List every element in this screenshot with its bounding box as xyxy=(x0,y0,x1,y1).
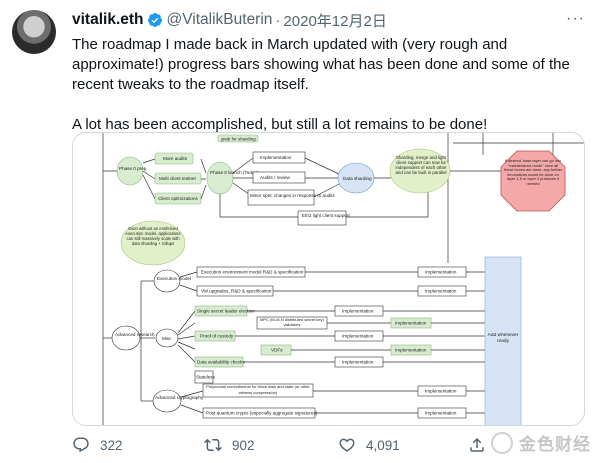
maintenance-mode-text: If desired, base layer can go into "main… xyxy=(503,159,563,186)
phase0-prep-node xyxy=(116,156,144,186)
add-ready-text: Add whenever ready xyxy=(487,333,519,344)
client-opt-label: Client optimizations xyxy=(158,196,199,201)
implementation-box-1 xyxy=(252,151,306,164)
misc-label: Misc xyxy=(162,336,172,341)
even-without-container: Even without an enshrined execution mode… xyxy=(125,226,181,246)
audits-box xyxy=(252,171,306,184)
implementation-label-6: Implementation xyxy=(342,360,374,365)
minor-changes-label: Minor spec changes in response to audits xyxy=(250,193,335,198)
reply-icon xyxy=(73,437,89,453)
share-icon xyxy=(470,437,484,452)
tweet-date[interactable]: 2020年12月2日 xyxy=(283,12,387,30)
execution-model-node xyxy=(153,269,181,293)
mpc-container: MPC (M-of-N distributed secret key) vali… xyxy=(260,317,324,327)
share-button[interactable] xyxy=(468,436,496,454)
data-sharding-label: Data sharding xyxy=(343,176,372,181)
more-audits-box xyxy=(154,152,194,165)
author-handle[interactable]: @VitalikButerin xyxy=(166,11,273,28)
minor-changes-box xyxy=(247,189,315,206)
tweet-paragraph-1: The roadmap I made back in March updated… xyxy=(72,36,570,93)
grab-sharding-label: grab for sharding xyxy=(221,137,256,142)
retweet-button[interactable]: 902 xyxy=(204,436,255,454)
implementation-label-10: Implementation xyxy=(425,411,457,416)
advanced-crypto-label: Advanced cryptography xyxy=(155,395,204,400)
like-button[interactable]: 4,091 xyxy=(338,436,400,454)
multi-client-box xyxy=(154,172,202,185)
advanced-research-label: Advanced research xyxy=(115,332,155,337)
implementation-label-8: Implementation xyxy=(395,348,427,353)
sharding-note-container: Sharding, merge and light client support… xyxy=(395,155,447,175)
implementation-label-3: Implementation xyxy=(425,289,457,294)
heart-icon xyxy=(339,438,355,452)
even-without-text: Even without an enshrined execution mode… xyxy=(125,226,181,246)
implementation-label-1: Implementation xyxy=(260,155,292,160)
eth2-light-client-label: Eth2 light client support xyxy=(302,213,350,218)
vm-upgrades-label: VM upgrades, R&D & specification xyxy=(201,289,272,294)
more-options-icon[interactable]: ··· xyxy=(566,10,585,27)
add-ready-box xyxy=(484,256,522,425)
proof-custody-label: Proof of custody xyxy=(200,334,234,339)
stateless-box xyxy=(194,370,214,384)
retweet-count: 902 xyxy=(232,437,255,453)
retweet-icon xyxy=(204,438,222,452)
sharding-note-text: Sharding, merge and light client support… xyxy=(395,155,447,175)
verified-badge-icon xyxy=(147,13,162,27)
watermark-text: 金色财经 xyxy=(519,435,591,454)
roadmap-diagram: grab for sharding Phase 0 prep More audi… xyxy=(102,133,584,425)
more-audits-label: More audits xyxy=(163,156,188,161)
data-avail-label: Data availability checks xyxy=(197,360,245,365)
eth2-light-client-box xyxy=(297,210,347,226)
separator-dot: · xyxy=(275,11,281,29)
phase0-launch-node xyxy=(206,161,234,195)
stateless-label: Stateless xyxy=(196,375,216,380)
polynomial-box xyxy=(202,383,314,398)
advanced-research-node xyxy=(111,325,141,351)
post-quantum-label: Post-quantum crypto (especially aggregat… xyxy=(206,411,318,416)
tweet-paragraph-2: A lot has been accomplished, but still a… xyxy=(72,116,488,133)
vdfs-label: VDFs xyxy=(271,348,283,353)
maintenance-mode-octagon xyxy=(500,150,566,212)
mpc-text: MPC (M-of-N distributed secret key) vali… xyxy=(260,317,324,327)
reply-count: 322 xyxy=(100,437,123,453)
avatar[interactable] xyxy=(12,10,56,54)
reply-button[interactable]: 322 xyxy=(72,436,123,454)
grab-sharding-box xyxy=(217,134,259,143)
tweet-text: The roadmap I made back in March updated… xyxy=(72,35,587,135)
maintenance-mode-container: If desired, base layer can go into "main… xyxy=(503,159,563,186)
watermark-logo-icon xyxy=(491,431,513,454)
polynomial-text: Polynomial commitments for block data an… xyxy=(206,384,310,395)
implementation-label-5: Implementation xyxy=(342,334,374,339)
single-secret-label: Single secret leader election xyxy=(197,309,255,314)
implementation-label-7: Implementation xyxy=(395,321,427,326)
misc-node xyxy=(155,328,179,348)
audits-label: Audits / review xyxy=(260,175,291,180)
tweet-actions: 322 902 4,091 xyxy=(72,436,592,454)
implementation-label-9: Implementation xyxy=(425,389,457,394)
polynomial-container: Polynomial commitments for block data an… xyxy=(206,384,310,395)
phase0-prep-label: Phase 0 prep xyxy=(119,166,147,171)
phase0-launch-label: Phase 0 launch (Today) xyxy=(210,170,259,175)
implementation-label-2: Implementation xyxy=(425,270,457,275)
watermark: 金色财经 xyxy=(491,430,591,455)
execution-model-label: Execution model xyxy=(157,276,191,281)
advanced-crypto-node xyxy=(152,389,182,413)
add-ready-container: Add whenever ready xyxy=(487,333,519,344)
even-without-node xyxy=(120,220,186,266)
tweet-header: vitalik.eth @VitalikButerin · 2020年12月2日… xyxy=(72,10,585,30)
multi-client-label: Multi client testnet xyxy=(159,176,196,181)
like-count: 4,091 xyxy=(366,437,400,453)
implementation-label-4: Implementation xyxy=(342,309,374,314)
exec-env-label: Execution environment model R&D & specif… xyxy=(201,270,304,275)
author-name[interactable]: vitalik.eth xyxy=(72,11,144,28)
roadmap-image[interactable]: grab for sharding Phase 0 prep More audi… xyxy=(72,132,585,426)
